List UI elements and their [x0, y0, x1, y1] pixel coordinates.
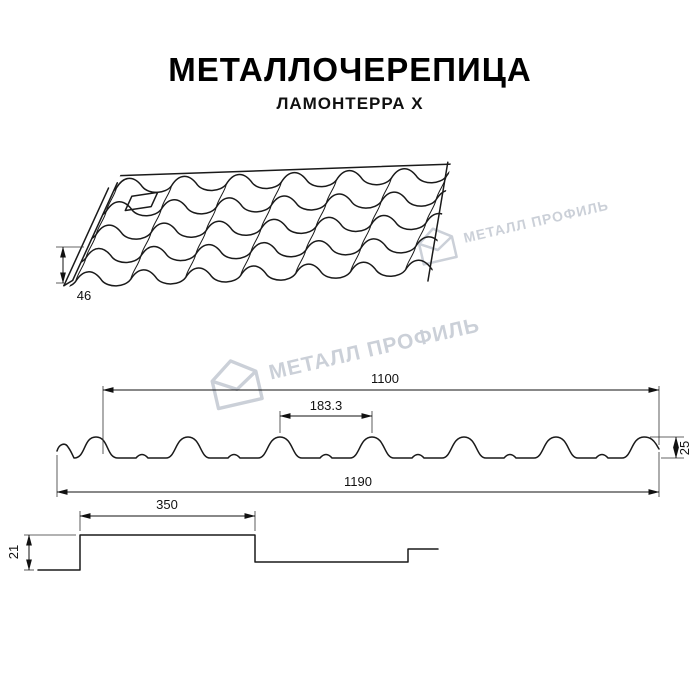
profile-cross-section: 1100 183.3 25 1190	[56, 371, 692, 497]
roof-perspective-drawing	[59, 161, 457, 289]
dim-cover-width: 1100	[102, 371, 660, 454]
step-profile-outline	[37, 534, 439, 571]
roof-rake-line	[71, 182, 119, 282]
dim-step-length: 350	[79, 497, 256, 531]
dim-step-length-label: 350	[156, 497, 178, 512]
dim-cover-width-label: 1100	[371, 371, 399, 386]
roof-right-edge	[427, 161, 449, 282]
roof-rake-end	[63, 279, 74, 287]
dim-module-width-label: 183.3	[310, 398, 343, 413]
roof-top-edge	[111, 163, 455, 177]
step-profile-drawing: 350 21	[6, 497, 439, 571]
dim-overall-width: 1190	[56, 452, 660, 497]
profile-outline	[56, 436, 660, 459]
roof-rake-line	[63, 187, 110, 287]
drawing-header: МЕТАЛЛОЧЕРЕПИЦА ЛАМОНТЕРРА X	[0, 52, 700, 114]
roof-ridge-cap	[124, 191, 159, 212]
dim-step-height: 21	[6, 534, 76, 571]
dim-profile-height-label: 25	[677, 441, 692, 455]
dim-roof-edge-label: 46	[77, 288, 91, 303]
dim-module-width: 183.3	[279, 398, 373, 433]
page-title: МЕТАЛЛОЧЕРЕПИЦА	[168, 51, 532, 88]
dim-roof-edge: 46	[56, 246, 91, 303]
page-subtitle: ЛАМОНТЕРРА X	[276, 94, 424, 113]
dim-step-height-label: 21	[6, 545, 21, 559]
dim-profile-height: 25	[650, 436, 692, 459]
dim-overall-width-label: 1190	[344, 474, 372, 489]
roof-rib-lines	[75, 176, 447, 282]
